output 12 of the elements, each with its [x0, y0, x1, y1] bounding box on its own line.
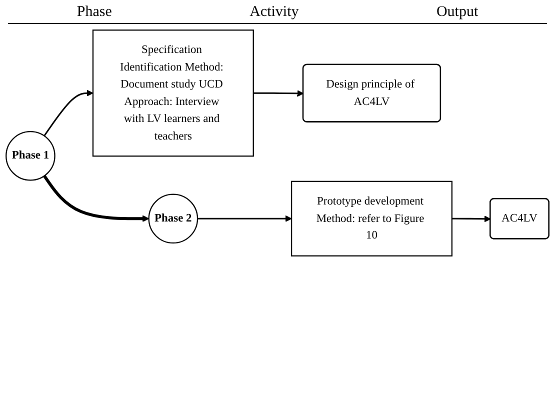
node-circle: Phase 1 [6, 130, 56, 181]
arrow [198, 215, 292, 222]
column-header: Phase [76, 4, 112, 21]
arrow [43, 175, 150, 222]
arrow [44, 90, 94, 136]
node-circle: Phase 2 [148, 194, 198, 244]
node-box: Prototype development Method: refer to Figure 10 [290, 180, 452, 256]
arrow [452, 216, 491, 222]
node-box: Specification Identification Method: Document study UCD Approach: Interview with LV learners and teachers [92, 30, 254, 157]
column-header: Activity [250, 4, 299, 21]
column-header: Output [436, 4, 478, 21]
arrow [253, 90, 304, 97]
